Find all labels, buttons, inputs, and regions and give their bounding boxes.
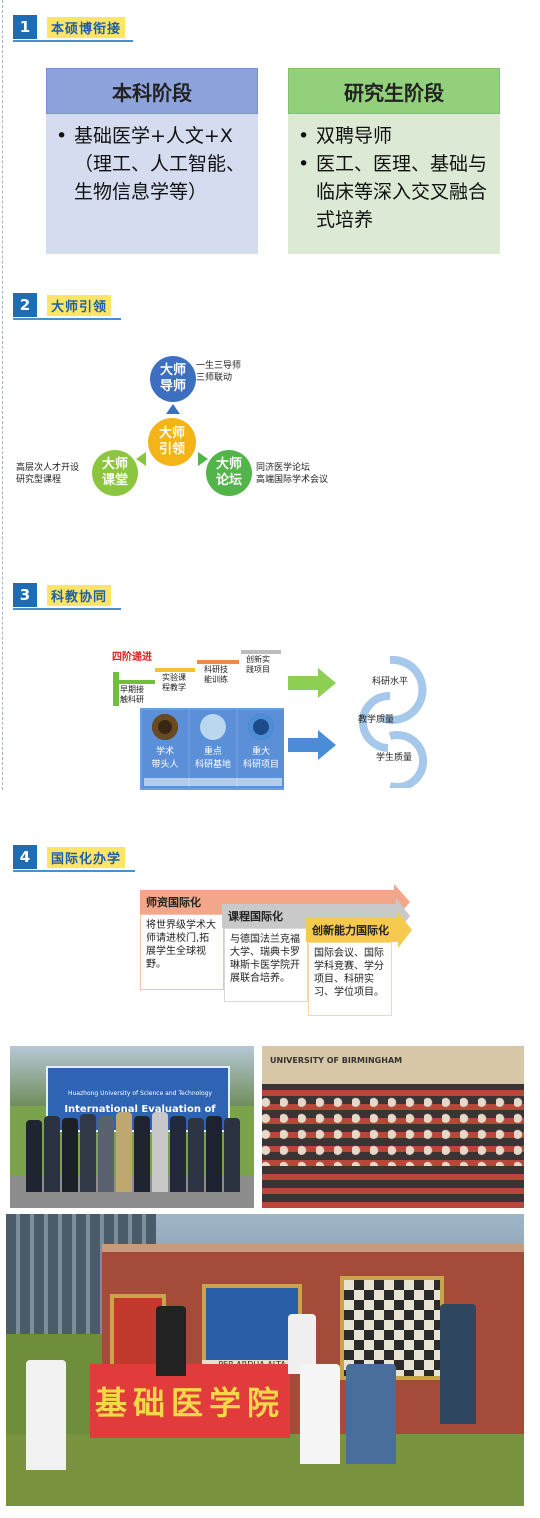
step-label: 实验课 程教学 (160, 672, 188, 694)
section-title: 本硕博衔接 (47, 16, 126, 38)
arrow-left-icon (136, 452, 146, 466)
crest-icon (202, 1284, 302, 1368)
step-riser (113, 672, 119, 706)
step-bar (241, 650, 281, 654)
step-bar (197, 660, 239, 664)
classroom-note: 高层次人才开设 研究型课程 (16, 463, 80, 485)
section-4-header: 4 国际化办学 (13, 844, 126, 870)
stage-body: 基础医学+人文+X（理工、人工智能、生物信息学等） (46, 114, 258, 254)
intl-tier-header: 创新能力国际化 (306, 918, 398, 942)
mentor-note: 一生三导师 三师联动 (196, 361, 242, 383)
cycle-label: 教学质量 (358, 715, 395, 725)
section-title: 大师引领 (47, 294, 112, 316)
section-number: 2 (13, 293, 37, 317)
forum-note: 同济医学论坛 高端国际学术会议 (256, 463, 329, 485)
lab-icon (200, 714, 226, 740)
intl-tier-body: 将世界级学术大师请进校门,拓展学生全球视野。 (140, 914, 224, 990)
banner-text: Huazhong University of Science and Techn… (68, 1090, 212, 1097)
section-2-header: 2 大师引领 (13, 292, 112, 318)
step-label: 科研技 能训练 (202, 664, 230, 686)
center-circle: 大师 引领 (148, 418, 196, 466)
panel-label: 重大 科研项目 (242, 747, 279, 770)
leader-icon (152, 714, 178, 740)
research-panel: 重点 科研基地 (190, 710, 236, 788)
school-banner: 基础医学院 (90, 1364, 290, 1438)
arrow-right-icon (398, 912, 412, 948)
cycle-diagram (359, 655, 428, 788)
panel-label: 重点 科研基地 (194, 747, 231, 770)
research-panel: 学术 带头人 (142, 710, 188, 788)
postgrad-stage-card: 研究生阶段 双聘导师 医工、医理、基础与临床等深入交叉融合式培养 (288, 68, 500, 254)
lecture-hall-photo: UNIVERSITY OF BIRMINGHAM (262, 1046, 524, 1208)
section-3-header: 3 科教协同 (13, 582, 112, 608)
arrow-right-icon (288, 668, 336, 698)
research-panel: 重大 科研项目 (238, 710, 284, 788)
section-number: 3 (13, 583, 37, 607)
section-underline (13, 40, 133, 42)
section-underline (13, 318, 121, 320)
intl-tier-body: 与德国法兰克福大学、瑞典卡罗琳斯卡医学院开展联合培养。 (224, 928, 308, 1002)
section-number: 1 (13, 15, 37, 39)
stage-bullet: 双聘导师 (298, 122, 490, 150)
group-photo: PER ARDUA ALTA 基础医学院 (6, 1214, 524, 1506)
cycle-label: 科研水平 (372, 677, 409, 687)
double-arrow-bar (144, 778, 282, 786)
section-underline (13, 608, 121, 610)
arrow-right-icon (288, 730, 336, 760)
step-bar (155, 668, 195, 672)
project-icon (248, 714, 274, 740)
stage-bullet: 基础医学+人文+X（理工、人工智能、生物信息学等） (56, 122, 248, 206)
section-number: 4 (13, 845, 37, 869)
left-dashed-guide (2, 0, 3, 790)
section-title: 国际化办学 (47, 846, 126, 868)
banner-text: International Evaluation of (64, 1104, 216, 1115)
mentor-circle: 大师 导师 (150, 356, 196, 402)
stage-body: 双聘导师 医工、医理、基础与临床等深入交叉融合式培养 (288, 114, 500, 254)
stage-title: 本科阶段 (46, 68, 258, 114)
section-underline (13, 870, 135, 872)
step-label: 创新实 践项目 (244, 654, 272, 676)
section-title: 科教协同 (47, 584, 112, 606)
step-bar (113, 680, 155, 684)
cycle-label: 学生质量 (376, 753, 413, 763)
panel-label: 学术 带头人 (151, 747, 179, 770)
forum-circle: 大师 论坛 (206, 450, 252, 496)
arrow-up-icon (166, 404, 180, 414)
classroom-circle: 大师 课堂 (92, 450, 138, 496)
intl-tier-body: 国际会议、国际学科竞赛、学分项目、科研实习、学位项目。 (308, 942, 392, 1016)
stage-title: 研究生阶段 (288, 68, 500, 114)
stage-bullet: 医工、医理、基础与临床等深入交叉融合式培养 (298, 150, 490, 234)
four-step-title: 四阶递进 (112, 652, 152, 663)
arrow-right-icon (198, 452, 208, 466)
step-label: 早期接 触科研 (118, 684, 146, 706)
conference-photo: Huazhong University of Science and Techn… (10, 1046, 254, 1208)
undergrad-stage-card: 本科阶段 基础医学+人文+X（理工、人工智能、生物信息学等） (46, 68, 258, 254)
hall-sign: UNIVERSITY OF BIRMINGHAM (270, 1056, 403, 1065)
section-1-header: 1 本硕博衔接 (13, 14, 126, 40)
